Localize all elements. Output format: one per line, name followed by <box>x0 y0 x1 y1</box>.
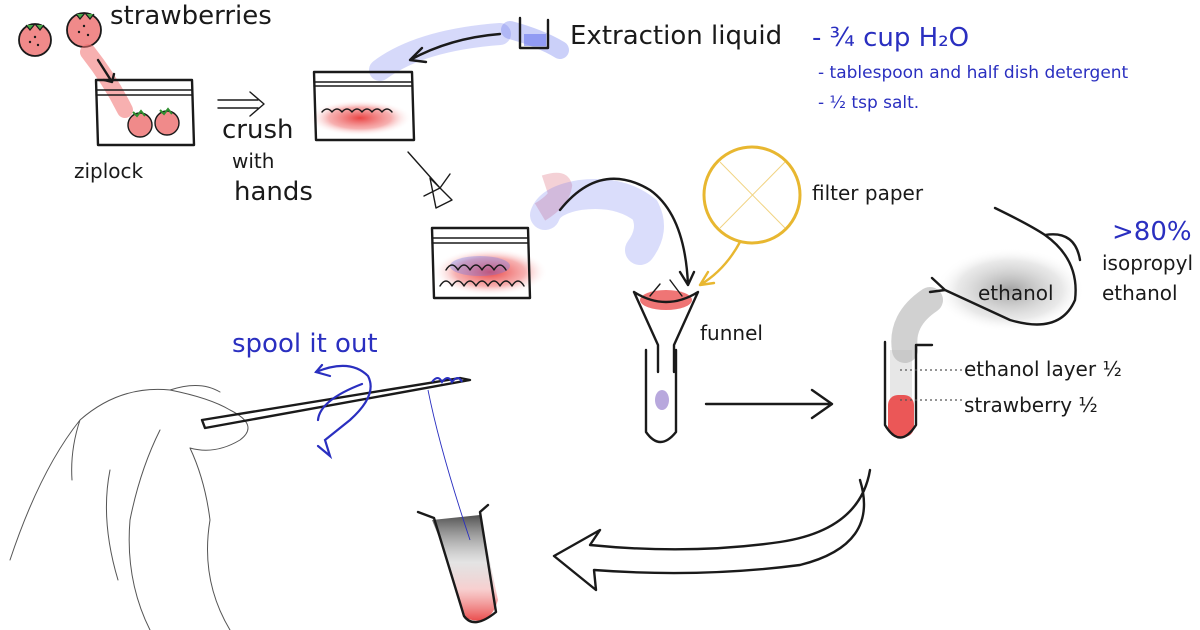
ziplock-bag <box>94 78 196 147</box>
spool-label: spool it out <box>232 329 378 359</box>
mixed-bag <box>430 172 664 300</box>
ethanol-layer-label: ethanol layer ½ <box>964 357 1122 381</box>
return-arrow-icon <box>552 468 872 592</box>
ethanol-percent: >80% <box>1112 217 1192 247</box>
ethanol-label: ethanol <box>978 281 1054 305</box>
crush-label: crush <box>222 115 294 145</box>
arrow-down-right-icon <box>407 151 453 209</box>
with-label: with <box>232 149 274 173</box>
liquid-glow <box>369 23 511 81</box>
dna-test-tube <box>416 389 498 624</box>
crushed-bag <box>308 70 416 142</box>
ethanol-bottle <box>891 206 1085 363</box>
strawberries-label: strawberries <box>110 1 272 31</box>
recipe-item-detergent: - tablespoon and half dish detergent <box>818 63 1129 83</box>
arrow-right-icon <box>704 388 834 420</box>
filter-paper-icon <box>698 145 802 287</box>
test-tube-filtrate <box>644 348 678 444</box>
pour-to-funnel-arrow <box>558 177 696 287</box>
dna-strand <box>427 389 471 541</box>
hand-with-rod <box>9 376 472 630</box>
isopropyl-label: isopropyl <box>1102 251 1193 275</box>
strawberry-layer-label: strawberry ½ <box>964 393 1098 417</box>
ziplock-label: ziplock <box>74 159 144 183</box>
strawberry-icon <box>18 12 102 57</box>
pour-arrow-icon <box>408 32 502 64</box>
filter-paper-label: filter paper <box>812 181 924 205</box>
double-arrow-icon <box>217 91 265 117</box>
rotate-arrow-icon <box>314 363 372 460</box>
funnel-icon <box>632 279 700 374</box>
recipe-item-water: - ¾ cup H₂O <box>812 23 969 53</box>
ethanol-type-label: ethanol <box>1102 281 1178 305</box>
layered-test-tube <box>883 340 962 439</box>
recipe-item-salt: - ½ tsp salt. <box>818 93 919 113</box>
funnel-label: funnel <box>700 321 763 345</box>
hands-label: hands <box>234 177 313 207</box>
extraction-liquid-label: Extraction liquid <box>570 21 782 51</box>
measuring-cup-icon <box>501 16 569 59</box>
